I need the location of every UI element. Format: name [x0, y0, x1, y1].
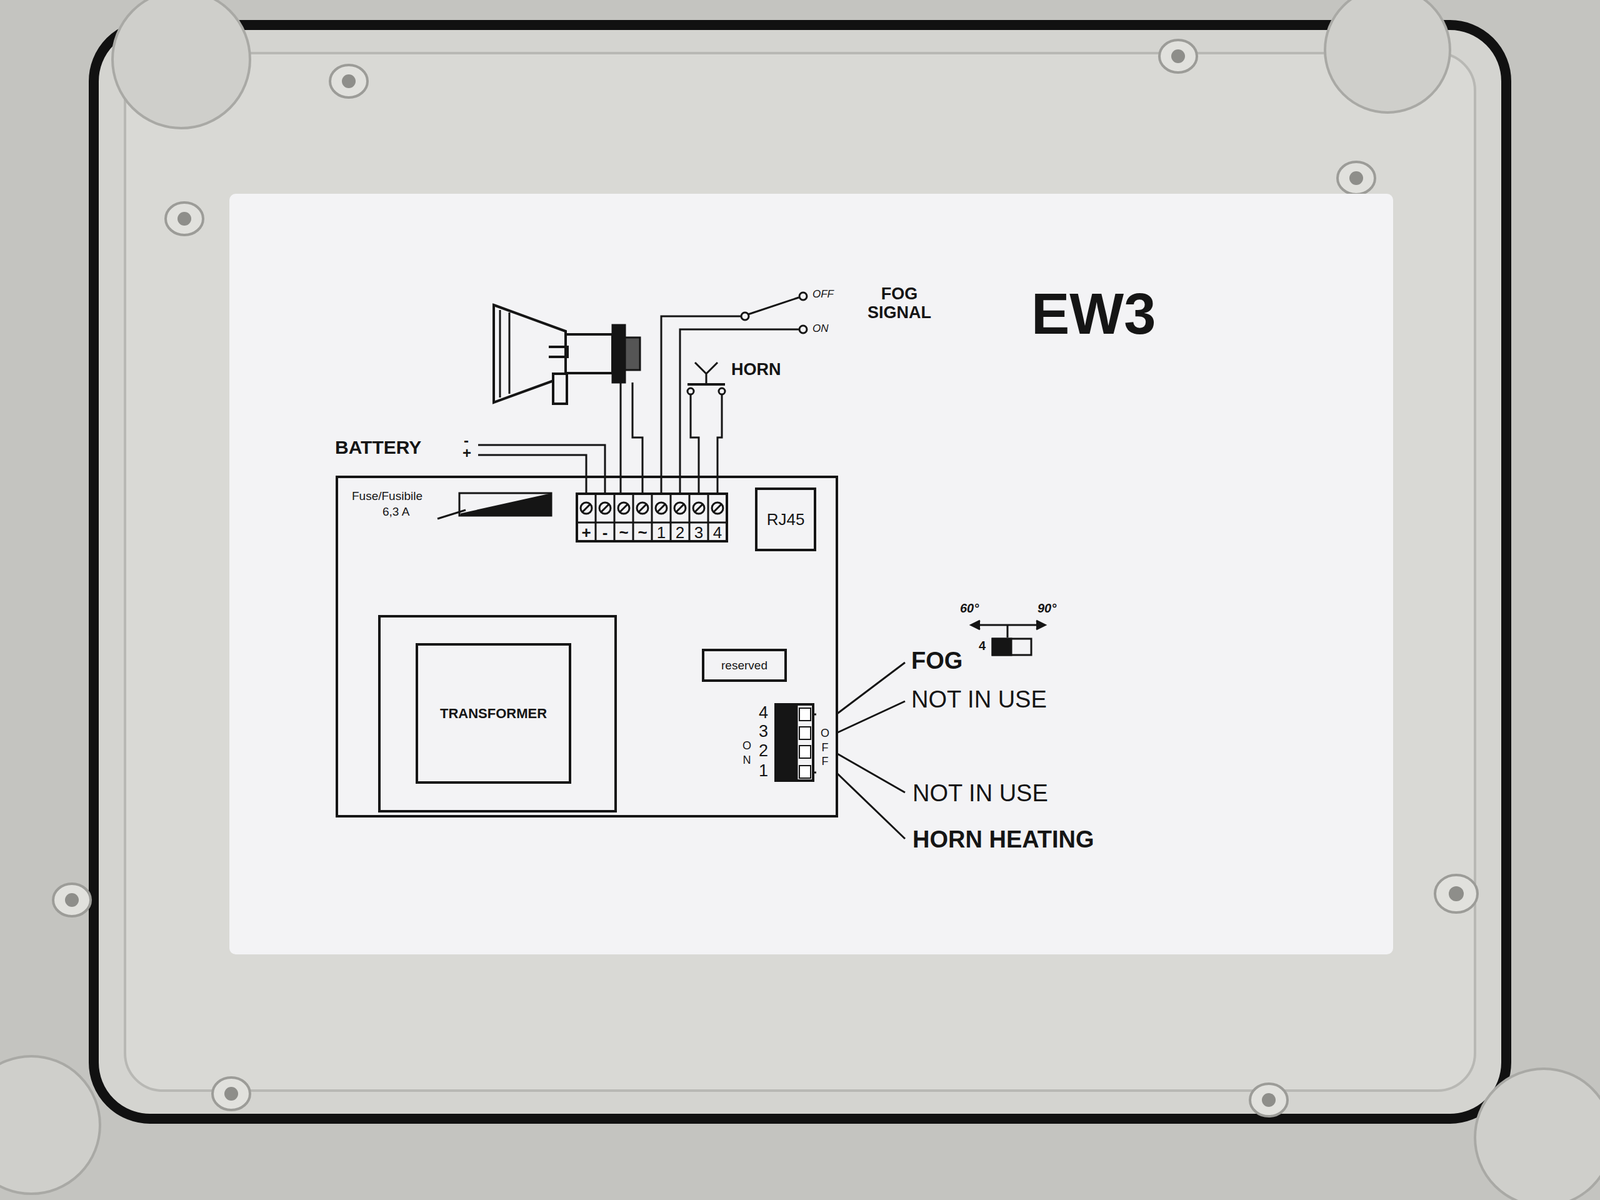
switch-state: ON [741, 738, 753, 767]
wiring-diagram [336, 292, 1045, 839]
horn-bracket [548, 346, 568, 357]
switch-number: 4 [758, 703, 769, 723]
terminal-label: + [581, 523, 591, 542]
horn-back [612, 325, 625, 383]
wire [690, 394, 699, 494]
fuse-leader [437, 510, 466, 519]
switch-contact [799, 325, 807, 334]
paper-label [229, 193, 1394, 955]
fuse-body [460, 494, 550, 515]
angle-label: 90° [1037, 601, 1057, 615]
terminal-block [576, 493, 727, 542]
node-text: reserved [721, 658, 768, 673]
transformer-box: TRANSFORMER [415, 643, 572, 784]
transformer-frame [379, 616, 616, 812]
fuse-rating: 6,3 A [382, 505, 410, 519]
node-text: RJ45 [766, 510, 805, 530]
post-holes [65, 49, 1464, 1107]
button-contact [687, 388, 694, 395]
switch-blade [748, 297, 799, 315]
angle-selector-icon [971, 620, 1045, 655]
switch-number: 1 [758, 761, 769, 781]
terminal-label: 4 [713, 523, 722, 542]
wire [478, 445, 605, 494]
wire [717, 394, 722, 494]
switch-number: 3 [758, 722, 769, 742]
diagram-title: EW3 [1031, 282, 1156, 346]
switch-number: 4 [978, 638, 986, 653]
switch-pivot [741, 312, 749, 320]
button-bar [687, 383, 725, 386]
wire [680, 329, 800, 494]
terminal-label: 2 [675, 523, 685, 542]
angle-label: 60° [960, 601, 979, 615]
horn-stand [553, 373, 567, 404]
part-name: HORN [731, 360, 782, 380]
switch-state: OFF [819, 726, 831, 769]
button-contact [718, 388, 725, 395]
part-name: Fuse/Fusibile [351, 490, 423, 504]
terminal-dividers [595, 493, 709, 542]
gasket [93, 25, 1507, 1119]
horn-body [565, 334, 613, 374]
signal-name: FOG SIGNAL [867, 285, 932, 322]
switch-function: HORN HEATING [912, 826, 1095, 854]
polarity-sign: + [462, 445, 472, 462]
switch-position: OFF [812, 288, 834, 301]
node-text: TRANSFORMER [440, 705, 547, 722]
circuit-board [336, 476, 837, 817]
terminal-screws [580, 502, 724, 514]
mounting-posts [53, 40, 1478, 1117]
terminal-label: ~ [637, 523, 647, 542]
dip-levers [775, 704, 797, 781]
button-actuator [695, 362, 718, 385]
terminal-label: ~ [618, 523, 629, 542]
switch-position: ON [812, 323, 829, 335]
reserved-box: reserved [701, 648, 787, 682]
part-name: BATTERY [335, 436, 422, 458]
wire [661, 316, 742, 494]
leader-lines [813, 662, 905, 839]
horn-knob [625, 337, 640, 370]
wire [478, 455, 587, 494]
switch-contact [799, 292, 807, 300]
switch-number: 2 [758, 741, 769, 761]
connector-port: RJ45 [755, 487, 817, 552]
dip-slots [799, 708, 811, 779]
tray-floor [125, 53, 1475, 1091]
terminal-label: 3 [694, 523, 704, 542]
switch-function: NOT IN USE [912, 780, 1049, 807]
fuse [459, 493, 552, 516]
terminal-label: 1 [656, 523, 666, 542]
switch-function: NOT IN USE [911, 686, 1047, 714]
dip-switch [775, 704, 814, 781]
terminal-label: - [602, 523, 609, 542]
switch-function: FOG [911, 648, 963, 675]
